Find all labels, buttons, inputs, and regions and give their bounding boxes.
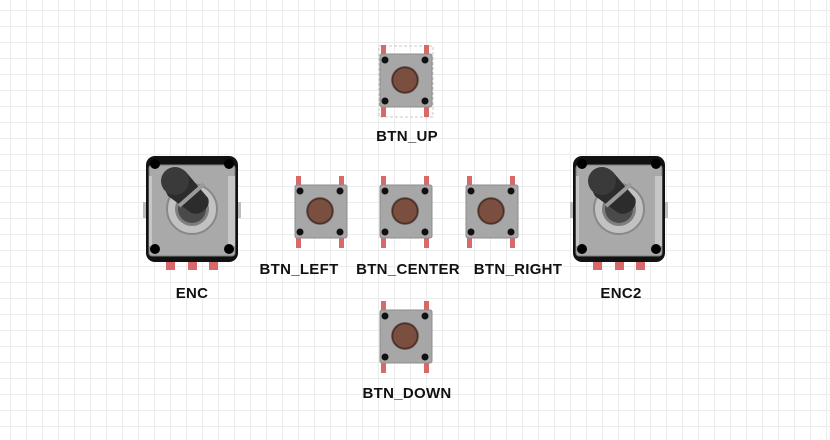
enc-label: ENC <box>175 285 209 302</box>
btn-up[interactable] <box>378 43 434 119</box>
pushbutton-icon <box>379 301 433 373</box>
pushbutton-icon <box>465 176 519 248</box>
rotary-encoder-icon <box>143 156 241 270</box>
btn-left[interactable] <box>293 174 349 250</box>
btn-down-label: BTN_DOWN <box>362 385 452 402</box>
enc2[interactable] <box>569 154 669 272</box>
btn-right-label: BTN_RIGHT <box>473 261 563 278</box>
pushbutton-icon <box>294 176 348 248</box>
btn-right[interactable] <box>464 174 520 250</box>
enc2-label: ENC2 <box>600 285 642 302</box>
pushbutton-icon <box>378 45 434 118</box>
enc[interactable] <box>142 154 242 272</box>
rotary-encoder-icon <box>570 156 668 270</box>
pushbutton-icon <box>379 176 433 248</box>
btn-down[interactable] <box>378 299 434 375</box>
btn-center-label: BTN_CENTER <box>356 261 460 278</box>
btn-center[interactable] <box>378 174 434 250</box>
btn-up-label: BTN_UP <box>376 128 438 145</box>
btn-left-label: BTN_LEFT <box>259 261 339 278</box>
